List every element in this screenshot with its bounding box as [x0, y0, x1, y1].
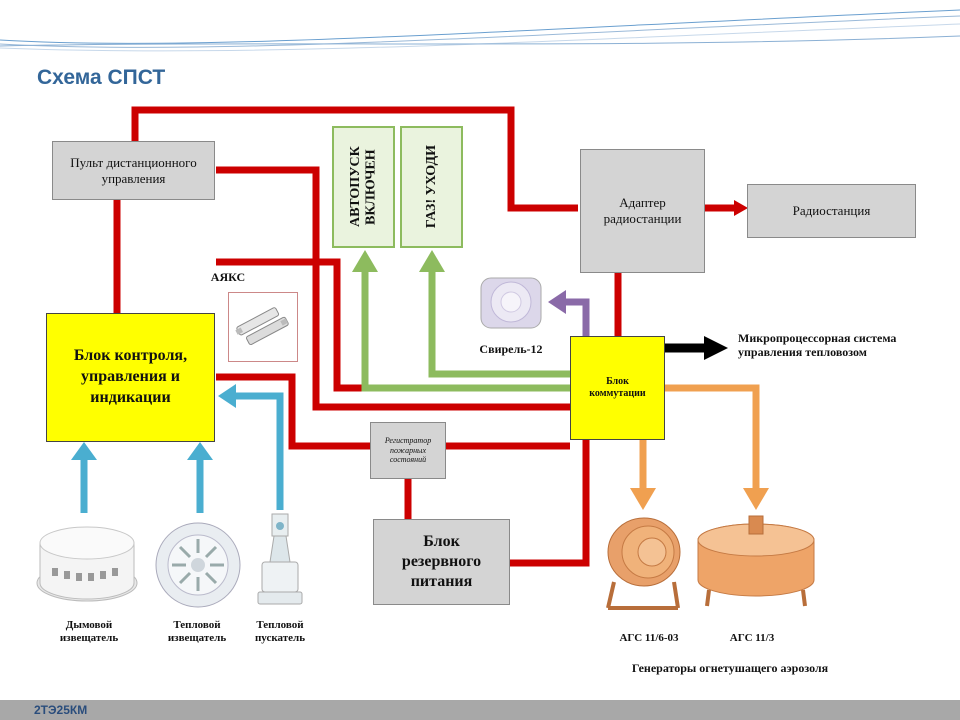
ags-1-image [600, 512, 685, 612]
generators-caption: Генераторы огнетушащего аэрозоля [631, 661, 829, 675]
ags-1-label: АГС 11/6-03 [619, 632, 679, 644]
smoke-detector-icon [36, 526, 138, 602]
slide-title: Схема СПСТ [37, 66, 166, 89]
purple-line [564, 298, 590, 336]
footer-label: 2ТЭ25КМ [34, 703, 88, 717]
heat-detector-image [150, 513, 250, 613]
microprocessor-label: Микропроцессорная система управления теп… [738, 331, 897, 359]
remote-panel-label: Пульт дистанционного управления [70, 154, 197, 186]
ags-2-label: АГС 11/3 [729, 632, 775, 644]
blue-lines [80, 392, 284, 513]
heat-starter-image [252, 510, 308, 610]
siren-label: Свирель-12 [479, 342, 543, 356]
red-lines [113, 106, 736, 567]
radio-station-block: Радиостанция [747, 184, 916, 238]
heat-starter-label: Тепловой пускатель [254, 619, 306, 644]
arrow-smoke-detector [71, 442, 97, 460]
control-unit-block: Блок контроля, управления и индикации [46, 313, 215, 442]
arrow-to-radio-station [734, 200, 748, 216]
orange-lines [639, 384, 760, 492]
arrow-to-gas-leave [419, 250, 445, 272]
backup-power-block: Блок резервного питания [373, 519, 510, 605]
arrow-to-autostart [352, 250, 378, 272]
backup-power-label: Блок резервного питания [401, 533, 482, 590]
arrow-to-ags-2 [743, 488, 769, 510]
autostart-block: АВТОПУСК ВКЛЮЧЕН [332, 126, 395, 248]
gas-leave-label: ГАЗ! УХОДИ [423, 145, 439, 229]
sprinkler-icon [257, 513, 303, 605]
gas-leave-block: ГАЗ! УХОДИ [400, 126, 463, 248]
control-unit-label: Блок контроля, управления и индикации [73, 347, 188, 406]
header-waves [0, 9, 960, 52]
green-lines [361, 268, 570, 392]
autostart-label: АВТОПУСК ВКЛЮЧЕН [348, 146, 379, 228]
siren-device-image [475, 272, 547, 334]
aerosol-generator-icon [606, 517, 681, 610]
magnetic-sensor-icon [235, 307, 289, 346]
arrow-to-ags-1 [630, 488, 656, 510]
radio-adapter-label: Адаптер радиостанции [603, 194, 682, 226]
fire-recorder-label: Регистратор пожарных состояний [384, 436, 432, 465]
siren-icon [480, 277, 542, 329]
arrow-heat-starter [218, 384, 236, 408]
arrow-to-microprocessor [704, 336, 728, 360]
radio-station-label: Радиостанция [792, 203, 871, 218]
arrow-to-siren [548, 290, 566, 314]
footer-bar [0, 700, 960, 720]
smoke-detector-image [32, 513, 142, 608]
heat-detector-label: Тепловой извещатель [167, 619, 227, 644]
radio-adapter-block: Адаптер радиостанции [580, 149, 705, 273]
remote-panel-block: Пульт дистанционного управления [52, 141, 215, 200]
aerosol-generator-icon [697, 515, 815, 607]
heat-detector-icon [155, 522, 241, 608]
arrow-heat-detector [187, 442, 213, 460]
switch-unit-label: Блок коммутации [589, 376, 646, 399]
smoke-detector-label: Дымовой извещатель [59, 619, 119, 644]
fire-recorder-block: Регистратор пожарных состояний [370, 422, 446, 479]
ags-2-image [693, 510, 819, 610]
ayaks-label: АЯКС [210, 270, 246, 284]
ayaks-device-image [228, 292, 298, 362]
switch-unit-block: Блок коммутации [570, 336, 665, 440]
